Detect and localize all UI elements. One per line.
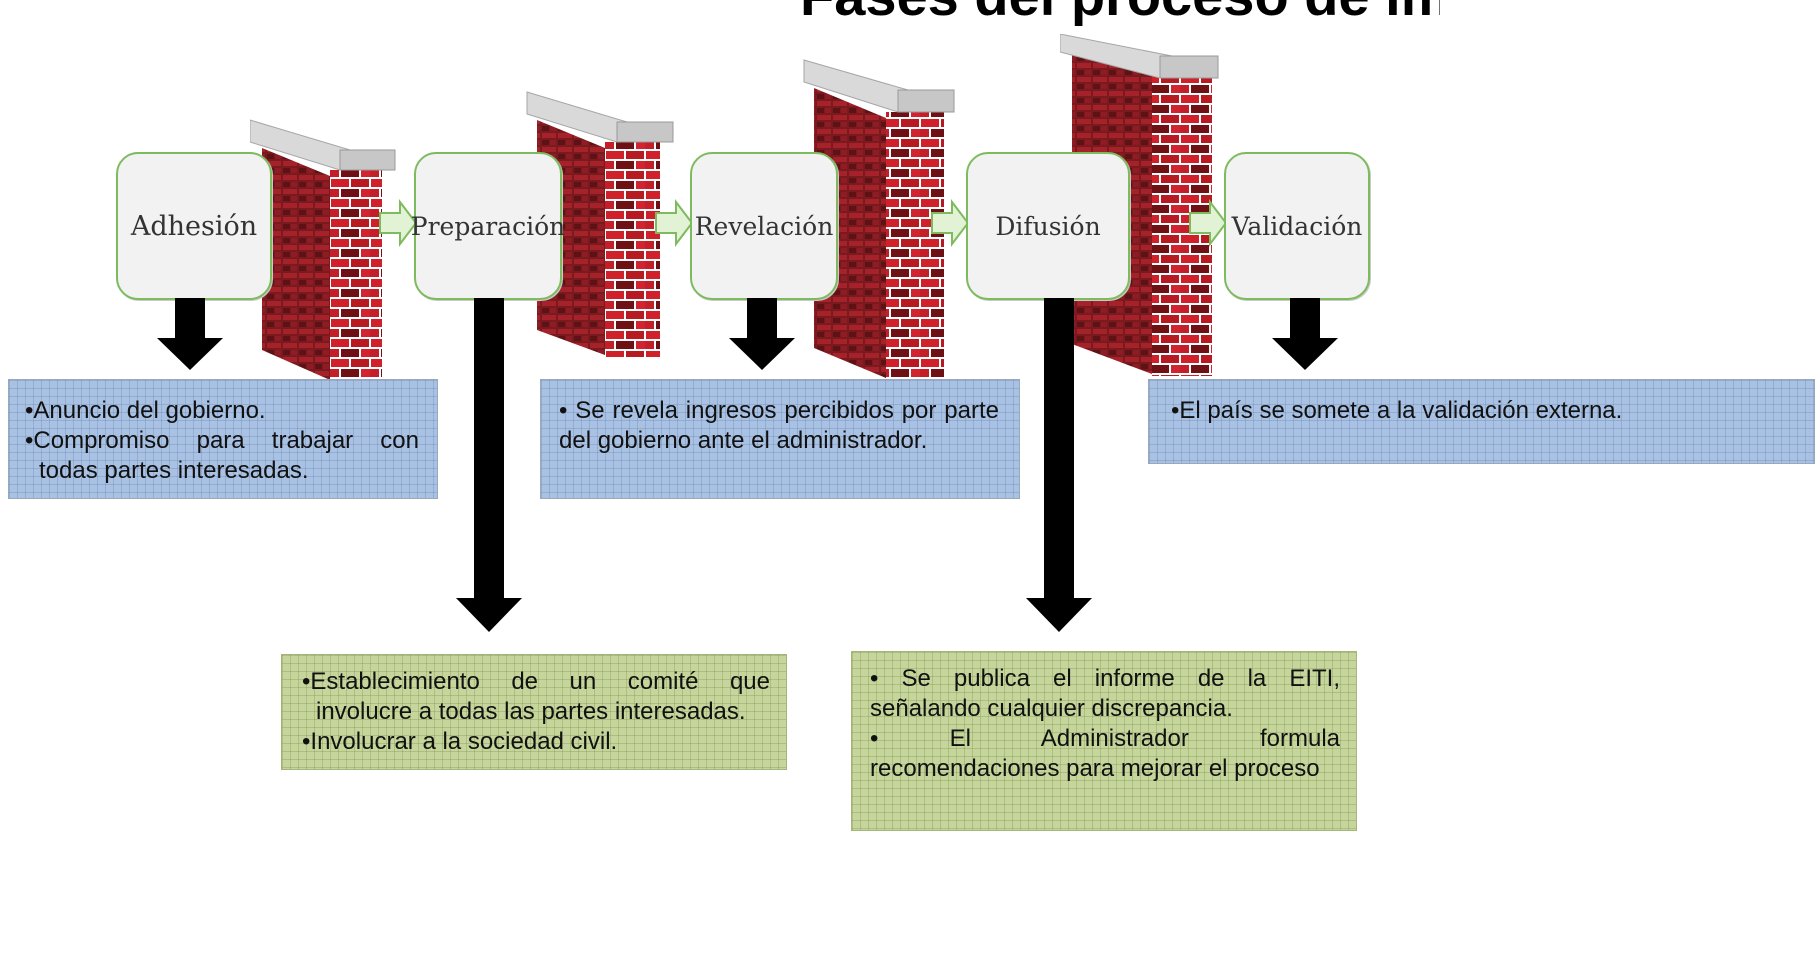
down-arrow-adhesion [157, 298, 223, 370]
down-arrow-validacion [1272, 298, 1338, 370]
note-validacion-item-1: El país se somete a la validación extern… [1179, 397, 1623, 424]
stage-adhesion: Adhesión [116, 152, 272, 300]
stage-revelacion: Revelación [690, 152, 838, 300]
note-validacion: •El país se somete a la validación exter… [1148, 379, 1815, 464]
note-difusion: • Se publica el informe de la EITI, seña… [851, 651, 1357, 831]
stage-difusion: Difusión [966, 152, 1130, 300]
stage-preparacion-label: Preparación [410, 211, 566, 241]
stage-revelacion-label: Revelación [694, 211, 834, 241]
note-adhesion-item-2: Compromiso para trabajar con todas parte… [33, 427, 419, 484]
brick-wall-1 [250, 119, 396, 380]
stage-validacion: Validación [1224, 152, 1370, 300]
diagram-title: Fases del proceso de implementación [800, 0, 1440, 26]
brick-wall-3 [803, 59, 955, 380]
note-revelacion: • Se revela ingresos percibidos por part… [540, 379, 1020, 499]
note-difusion-item-1: Se publica el informe de la EITI, señala… [870, 665, 1340, 722]
note-adhesion: •Anuncio del gobierno. •Compromiso para … [8, 379, 438, 499]
note-preparacion-item-2: Involucrar a la sociedad civil. [310, 728, 618, 755]
connector-arrow-1 [379, 199, 418, 247]
stage-difusion-label: Difusión [995, 211, 1101, 241]
down-arrow-difusion [1026, 298, 1092, 632]
stage-preparacion: Preparación [410, 152, 566, 300]
stage-adhesion-label: Adhesión [130, 210, 258, 242]
note-adhesion-item-1: Anuncio del gobierno. [33, 397, 266, 424]
connector-arrow-3 [931, 199, 970, 247]
connector-arrow-4 [1189, 199, 1228, 247]
note-revelacion-item-1: Se revela ingresos percibidos por parte … [559, 397, 999, 454]
connector-arrow-2 [655, 199, 694, 247]
down-arrow-preparacion [456, 298, 522, 632]
down-arrow-revelacion [729, 298, 795, 370]
stage-validacion-label: Validación [1231, 211, 1363, 241]
note-preparacion: •Establecimiento de un comité que involu… [281, 654, 787, 770]
note-preparacion-item-1: Establecimiento de un comité que involuc… [310, 668, 770, 725]
note-difusion-item-2: El Administrador formula recomendaciones… [870, 725, 1341, 782]
